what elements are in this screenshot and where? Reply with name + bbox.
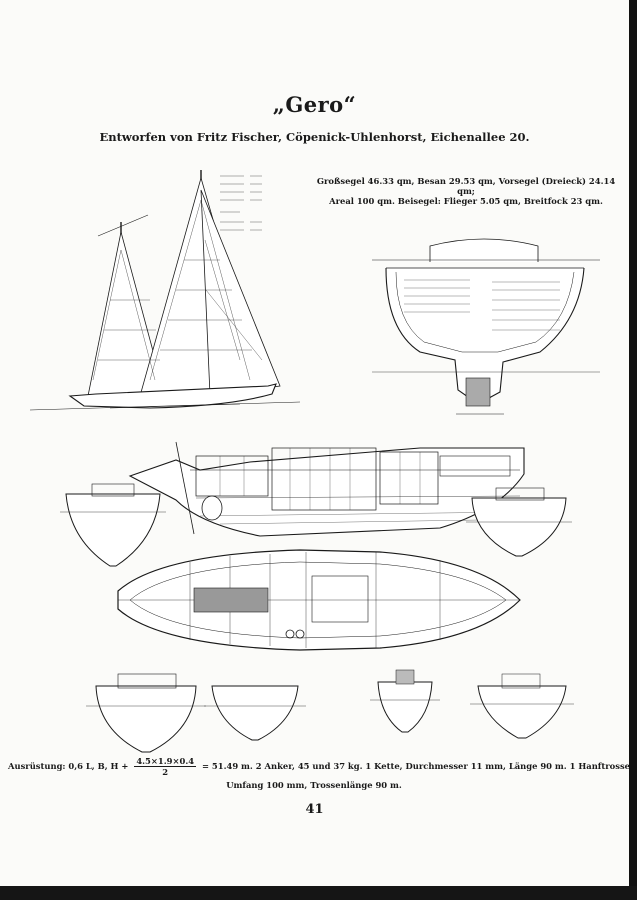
- equipment-line-2: Umfang 100 mm, Trossenlänge 90 m.: [226, 780, 402, 790]
- cross-sections: [60, 483, 574, 753]
- yacht-plans-drawing: [29, 170, 600, 753]
- page-title: „Gero“: [272, 92, 357, 117]
- fraction-denominator: 2: [162, 767, 169, 777]
- equipment-prefix: Ausrüstung: 0,6 L, B, H +: [8, 761, 129, 771]
- page-number: 41: [305, 802, 324, 817]
- fraction-numerator: 4.5×1.9×0.4: [134, 756, 197, 767]
- sail-plan: [29, 170, 301, 411]
- equipment-suffix: = 51.49 m. 2 Anker, 45 und 37 kg. 1 Kett…: [201, 761, 633, 771]
- accommodation-plan: [117, 549, 521, 651]
- designer-credit: Entworfen von Fritz Fischer, Cöpenick-Uh…: [99, 130, 530, 144]
- scan-edge-right: [629, 0, 637, 900]
- longitudinal-profile: [128, 441, 525, 537]
- rig-table: [220, 175, 262, 231]
- scan-edge-bottom: [0, 886, 637, 900]
- equipment-line: Ausrüstung: 0,6 L, B, H + 4.5×1.9×0.4 2 …: [8, 756, 633, 792]
- midship-section: [372, 238, 600, 415]
- sail-areas-line-1: Großsegel 46.33 qm, Besan 29.53 qm, Vors…: [316, 176, 616, 196]
- sail-areas-line-2: Areal 100 qm. Beisegel: Flieger 5.05 qm,…: [329, 196, 603, 206]
- book-page: „Gero“ Entworfen von Fritz Fischer, Cöpe…: [0, 0, 633, 886]
- sail-areas: Großsegel 46.33 qm, Besan 29.53 qm, Vors…: [316, 176, 616, 206]
- equipment-fraction: 4.5×1.9×0.4 2: [134, 756, 197, 777]
